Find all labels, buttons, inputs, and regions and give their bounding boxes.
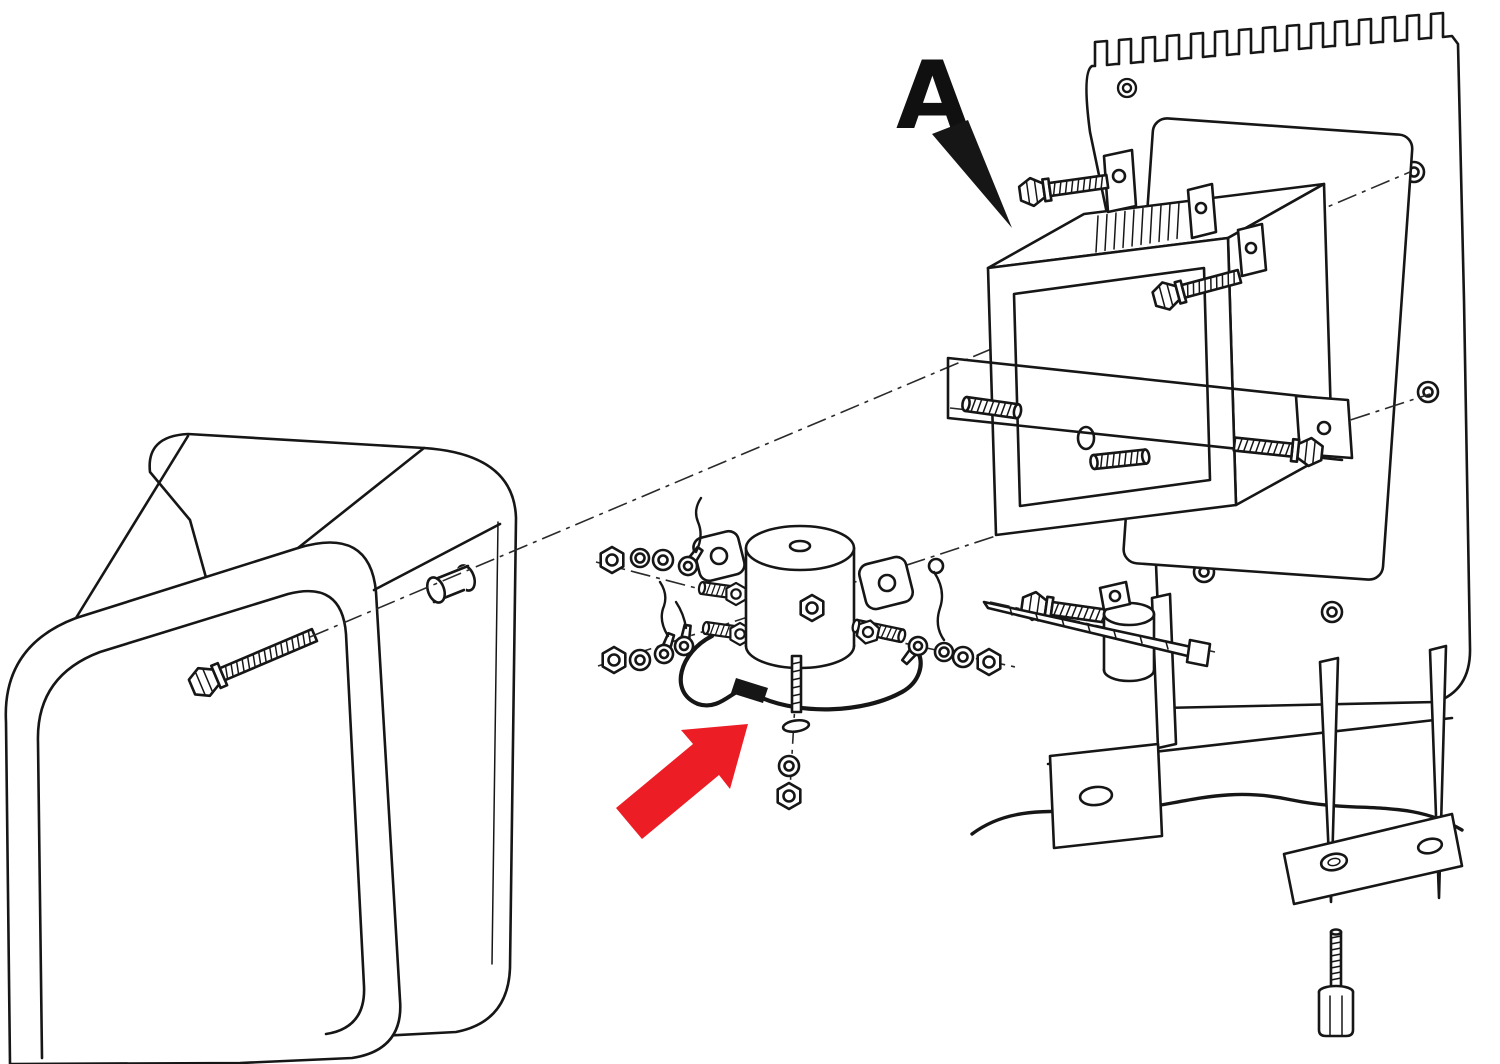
- terminal-wire: [694, 496, 703, 554]
- tab-blade: [1186, 182, 1218, 240]
- hex-nut: [776, 781, 802, 811]
- floor-cable: [970, 792, 1464, 836]
- terminal-wire: [658, 580, 670, 638]
- solenoid-top: [744, 524, 856, 572]
- solenoid-assembly: [678, 524, 923, 811]
- ear-hole: [709, 546, 729, 566]
- flat-washer: [777, 754, 801, 778]
- bottom-stud-stack: [776, 654, 811, 811]
- bracket-upright: [1150, 592, 1178, 750]
- panel-hole: [1416, 380, 1440, 404]
- base-plate-hole: [1319, 852, 1349, 872]
- hex-nut: [976, 647, 1002, 677]
- inline-diode: [731, 678, 768, 703]
- hardware-row-lower-left: [601, 580, 698, 675]
- base-plate: [1282, 812, 1464, 906]
- callout-pointer: [932, 120, 1012, 228]
- base-mount-bolt: [1317, 928, 1355, 1038]
- cover-top-edges: [74, 434, 502, 620]
- clamp-tab: [1098, 580, 1132, 612]
- terminal-wire: [674, 600, 688, 630]
- hardware-row-right: [896, 557, 1002, 677]
- flat-washer: [951, 645, 975, 669]
- clamp-tab-hole: [1108, 589, 1122, 603]
- tie-serrations: [1009, 607, 1169, 650]
- base-plate-face: [1282, 812, 1464, 906]
- gusset-fin: [1428, 644, 1448, 900]
- bolt-tip: [1329, 928, 1343, 936]
- mounting-band: [946, 356, 1354, 462]
- solenoid-ear: [857, 555, 915, 611]
- panel-hole: [1320, 600, 1344, 624]
- resistor-fins: [1095, 201, 1180, 253]
- tab-hole: [1111, 168, 1127, 184]
- base-plate-hole-inner: [1327, 857, 1341, 867]
- gusset-fin: [1318, 656, 1340, 904]
- controller-cover: [4, 432, 518, 1064]
- resistor-face-hole: [1076, 425, 1096, 451]
- tie-buckle: [1185, 638, 1212, 668]
- bolt-head: [1317, 990, 1355, 1038]
- cover-front-face: [4, 541, 402, 1064]
- tab-hole: [1244, 241, 1258, 255]
- bracket-slot: [1078, 785, 1114, 807]
- terminal-wire: [932, 570, 946, 642]
- resistor-front-face: [986, 236, 1238, 537]
- bolt-head-facets: [1329, 995, 1343, 1036]
- wire-ring-end: [927, 557, 945, 575]
- flat-washer: [628, 648, 652, 672]
- base-plate-hole: [1416, 837, 1444, 855]
- highlight-arrow: [616, 724, 748, 839]
- flat-washer: [651, 548, 675, 572]
- terminal-nut: [725, 581, 747, 607]
- callout-a: A: [896, 42, 1012, 228]
- resistor-terminal-tab: [1236, 222, 1268, 278]
- panel-hole: [1116, 77, 1138, 99]
- resistor-front-frame: [1012, 266, 1212, 508]
- resistor-assembly: [946, 148, 1354, 537]
- cable-tie: [982, 600, 1212, 668]
- bolt-threads: [1330, 935, 1342, 981]
- resistor-terminal-tab: [1102, 148, 1138, 214]
- support-bracket: [1048, 592, 1178, 850]
- hex-nut: [601, 645, 627, 675]
- bottom-stud-threads: [791, 661, 802, 705]
- cushion-clamp: [1098, 580, 1156, 683]
- lock-washer: [933, 641, 955, 663]
- bottom-stud: [790, 654, 803, 714]
- cover-flange-inner: [491, 521, 499, 965]
- solenoid-top-hole: [788, 539, 812, 553]
- bushing-front: [425, 576, 447, 604]
- solenoid-front-nut: [799, 593, 825, 623]
- hex-nut: [599, 545, 625, 575]
- lock-washer: [629, 547, 651, 569]
- resistor-terminal-tab: [1186, 182, 1218, 240]
- center-line: [309, 171, 1411, 638]
- tab-blade: [1236, 222, 1268, 278]
- tab-hole: [1194, 201, 1208, 215]
- ear-hole: [877, 573, 897, 593]
- hardware-row-upper-left: [599, 496, 709, 580]
- bracket-foot: [1048, 742, 1164, 850]
- tilted-washer: [781, 718, 811, 734]
- band-tab-hole: [1316, 420, 1332, 436]
- clamp-assembly: [982, 580, 1212, 683]
- cover-face-crease: [36, 589, 366, 1060]
- solenoid-mounting-ears: [692, 529, 915, 611]
